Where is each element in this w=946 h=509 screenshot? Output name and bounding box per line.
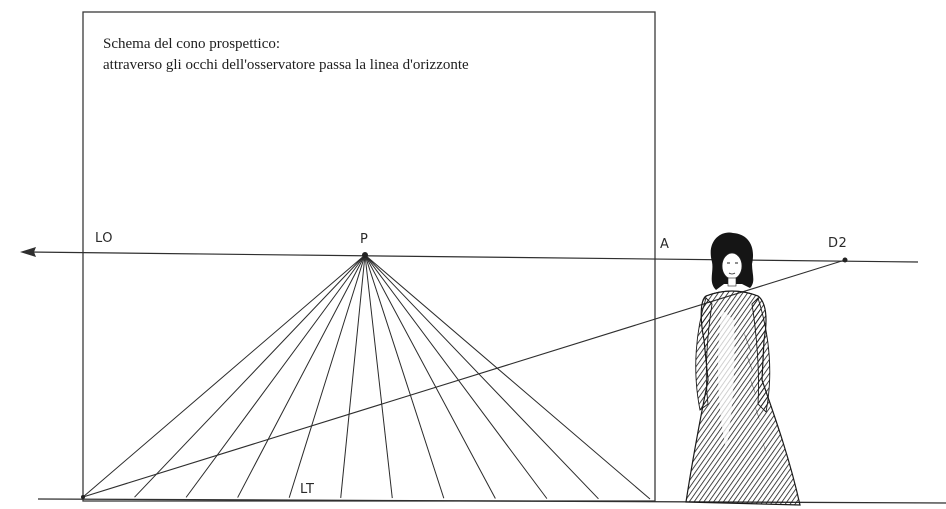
visual-ray xyxy=(365,255,392,498)
caption-line-1: Schema del cono prospettico: xyxy=(103,34,469,55)
visual-ray xyxy=(238,255,365,498)
visual-rays xyxy=(83,255,650,499)
diagram-caption: Schema del cono prospettico: attraverso … xyxy=(103,34,469,76)
visual-ray xyxy=(365,255,598,499)
visual-ray xyxy=(365,255,650,499)
observer-face xyxy=(722,253,742,279)
principal-point-marker xyxy=(362,252,368,258)
label-ground-line: LT xyxy=(300,482,314,497)
label-point-a: A xyxy=(660,237,669,252)
visual-ray xyxy=(341,255,365,498)
visual-ray xyxy=(83,255,365,497)
label-distance-point: D2 xyxy=(828,236,847,251)
visual-ray xyxy=(289,255,365,498)
caption-line-2: attraverso gli occhi dell'osservatore pa… xyxy=(103,55,469,76)
distance-point-marker xyxy=(843,258,848,263)
horizon-arrow-icon xyxy=(20,247,36,257)
picture-plane-frame xyxy=(83,12,655,501)
label-horizon-line: LO xyxy=(95,231,113,246)
ray-origin-marker xyxy=(81,495,85,499)
visual-ray xyxy=(135,255,365,497)
visual-ray xyxy=(365,255,444,498)
observer-figure xyxy=(686,232,800,505)
visual-ray xyxy=(186,255,365,497)
horizon-line xyxy=(28,252,918,262)
label-principal-point: P xyxy=(360,232,368,247)
visual-ray xyxy=(365,255,495,498)
visual-ray xyxy=(365,255,547,499)
